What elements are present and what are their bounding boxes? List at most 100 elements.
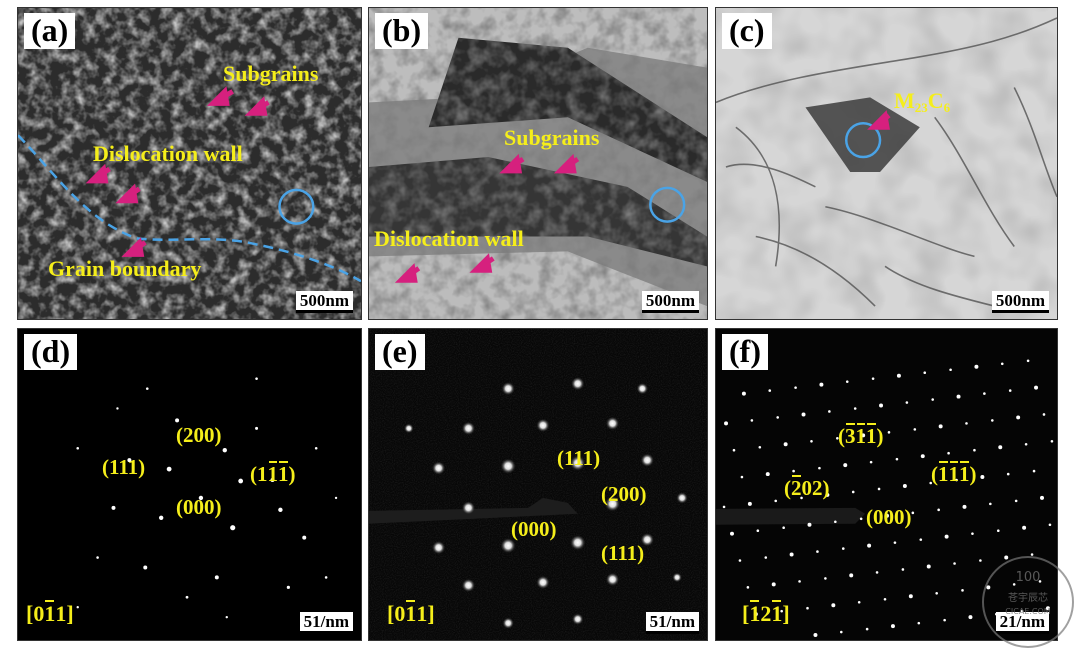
- diffraction-spot: [841, 547, 845, 550]
- diffraction-spot: [756, 529, 760, 532]
- panel-c: (c) M23C6 500nm: [715, 7, 1058, 320]
- diffraction-spot: [758, 445, 762, 449]
- diffraction-spot: [730, 531, 734, 536]
- diffraction-spot: [741, 391, 746, 396]
- diffraction-spot: [801, 412, 806, 417]
- index-200-d: (200): [176, 423, 222, 447]
- diffraction-spot: [813, 633, 818, 638]
- diffraction-spot: [851, 490, 855, 494]
- diffraction-spot: [1014, 499, 1018, 503]
- diffraction-spot: [792, 469, 795, 473]
- index-1b1b1b-f: (111): [931, 461, 977, 486]
- diffraction-spot: [800, 496, 803, 500]
- diffraction-spot: [908, 594, 913, 599]
- diffraction-spot: [983, 392, 986, 395]
- diffraction-spot: [944, 534, 949, 539]
- diffraction-spot: [1032, 469, 1036, 473]
- diffraction-spot: [968, 615, 973, 620]
- diffraction-spot: [1048, 523, 1052, 527]
- diffraction-spot: [806, 606, 809, 610]
- diffraction-spot: [890, 624, 895, 629]
- diffraction-spot: [825, 492, 830, 497]
- diffraction-spot: [834, 520, 837, 524]
- diffraction-spot: [732, 448, 736, 452]
- diffraction-spot: [943, 618, 946, 622]
- diffraction-spot: [953, 562, 956, 565]
- diffraction-spot: [740, 475, 744, 479]
- diffraction-spot: [955, 478, 958, 482]
- diffraction-spot: [789, 552, 794, 557]
- diffraction-spot: [836, 437, 839, 440]
- diffraction-spot: [1030, 553, 1034, 556]
- panel-label-f: (f): [722, 334, 768, 370]
- diffraction-spot: [1050, 439, 1054, 443]
- label-dislocation-wall-a: Dislocation wall: [93, 141, 243, 166]
- diffraction-spot: [965, 422, 968, 425]
- scale-bar-c: 500nm: [991, 291, 1049, 313]
- diffraction-spot: [869, 460, 873, 464]
- diffraction-spot: [1004, 555, 1009, 560]
- diffraction-spot: [824, 577, 827, 580]
- index-000-f: (000): [866, 505, 912, 529]
- panel-label-e: (e): [375, 334, 425, 370]
- diffraction-spot: [896, 373, 901, 378]
- diffraction-spot: [905, 401, 909, 404]
- diffraction-spot: [783, 442, 788, 447]
- diffraction-spot: [973, 448, 976, 452]
- diffraction-spot: [771, 582, 776, 587]
- diffraction-pattern-d: [76, 377, 338, 619]
- index-111-d: (111): [102, 455, 146, 479]
- diffraction-spot: [875, 571, 879, 574]
- diffraction-spot: [1042, 413, 1046, 416]
- diffraction-spot: [839, 630, 843, 634]
- zone-axis-e: [011]: [387, 600, 435, 626]
- diffraction-spot: [750, 419, 754, 422]
- zone-axis-d: [011]: [26, 600, 74, 626]
- panel-b: (b) Subgrains Dislocation wall 500nm: [368, 7, 708, 320]
- diffraction-spot: [1040, 495, 1044, 500]
- diffraction-spot: [879, 403, 884, 408]
- index-200-e: (200): [601, 482, 647, 506]
- selected-area-circle: [278, 188, 315, 225]
- diffraction-spot: [861, 433, 866, 438]
- diffraction-spot: [871, 377, 875, 380]
- diffraction-spot: [911, 511, 915, 515]
- carbide-particle: [805, 97, 920, 172]
- diffraction-spot: [764, 556, 768, 559]
- diffraction-spot: [810, 439, 813, 443]
- grain-boundary-line: [18, 134, 361, 283]
- diffraction-spot: [996, 529, 1000, 532]
- label-grain-boundary-a: Grain boundary: [48, 256, 202, 281]
- panel-label-b: (b): [375, 13, 429, 49]
- diffraction-spot: [807, 522, 812, 527]
- diffraction-spot: [776, 416, 779, 419]
- zone-axis-f: [121]: [742, 600, 790, 626]
- index-111-upper-e: (111): [557, 446, 601, 470]
- index-1b1b1-d: (111): [250, 461, 296, 486]
- panel-label-c: (c): [722, 13, 772, 49]
- label-m23c6: M23C6: [894, 88, 951, 115]
- index-111-lower-e: (111): [601, 541, 645, 565]
- scale-bar-d: 51/nm: [299, 612, 353, 634]
- diffraction-spot: [920, 454, 925, 459]
- diffraction-spot: [919, 538, 923, 541]
- panel-label-a: (a): [24, 13, 76, 49]
- diffraction-spot: [931, 398, 934, 401]
- diffraction-spot: [923, 371, 927, 375]
- scale-bar-e: 51/nm: [645, 612, 699, 634]
- diffraction-spot: [1026, 359, 1030, 363]
- panel-e: (e) (111) (200) (000) (111) [011] 51/nm: [368, 328, 708, 641]
- diffraction-spot: [768, 389, 772, 392]
- label-dislocation-wall-b: Dislocation wall: [374, 226, 524, 251]
- diffraction-spot: [849, 573, 854, 578]
- diffraction-spot: [831, 603, 836, 608]
- index-000-e: (000): [511, 517, 557, 541]
- index-000-d: (000): [176, 495, 222, 519]
- diffraction-spot: [885, 513, 889, 518]
- diffraction-spot: [1022, 525, 1027, 530]
- label-subgrains-b: Subgrains: [504, 125, 600, 150]
- panel-label-d: (d): [24, 334, 78, 370]
- carbide-circle: [844, 122, 882, 159]
- diffraction-spot: [1008, 389, 1012, 392]
- diffraction-spot: [895, 457, 899, 461]
